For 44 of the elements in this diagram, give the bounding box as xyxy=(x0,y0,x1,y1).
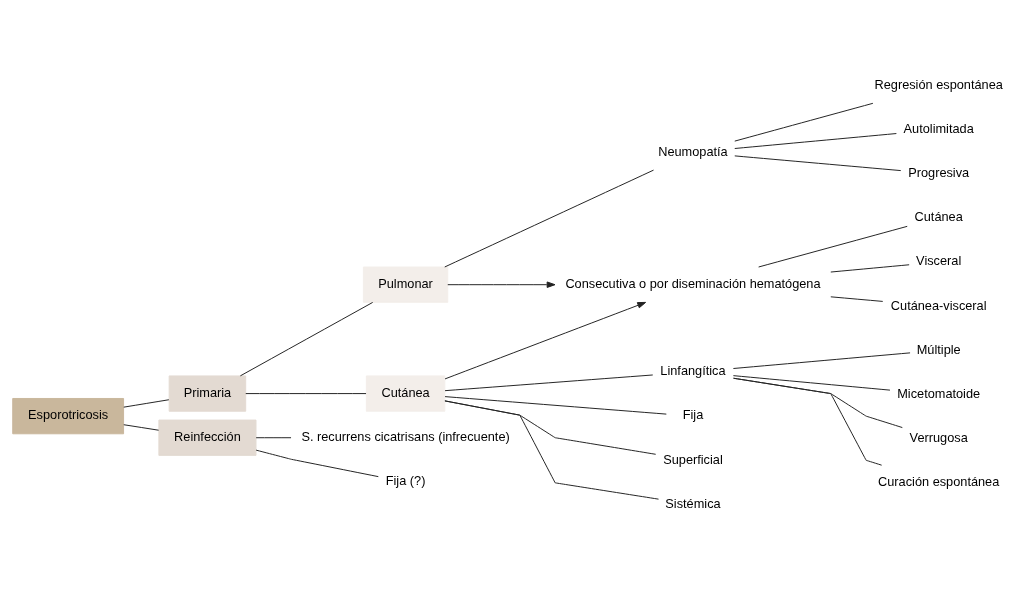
connector xyxy=(830,295,884,302)
connector xyxy=(734,154,902,171)
node-box: Primaria xyxy=(168,374,247,412)
connector xyxy=(732,374,891,391)
node-text: Consecutiva o por diseminación hematógena xyxy=(565,275,821,291)
connector xyxy=(732,351,911,369)
node-text: Fija (?) xyxy=(385,472,426,488)
connector xyxy=(444,399,659,500)
node-box: Cutánea xyxy=(365,374,446,412)
node-text: Neumopatía xyxy=(658,143,728,159)
node-text: Regresión espontánea xyxy=(874,76,1003,92)
connector xyxy=(733,377,883,466)
connector xyxy=(734,132,897,149)
node-box: Esporotricosis xyxy=(12,397,125,434)
node-text: Sistémica xyxy=(665,495,721,511)
node-box: Pulmonar xyxy=(362,266,449,303)
node-text: Linfangítica xyxy=(660,362,726,378)
node-box: Reinfección xyxy=(158,419,257,456)
node-text: S. recurrens cicatrisans (infrecuente) xyxy=(301,428,510,444)
connector xyxy=(758,225,908,267)
connector xyxy=(255,436,292,438)
node-text: Micetomatoide xyxy=(897,385,981,401)
node-text: Autolimitada xyxy=(903,120,974,136)
arrow xyxy=(447,280,556,288)
node-text: Visceral xyxy=(916,252,962,268)
node-text: Cutánea-visceral xyxy=(890,297,987,313)
connector xyxy=(830,263,910,273)
node-text: Verrugosa xyxy=(909,429,968,445)
connector xyxy=(123,398,170,408)
connector xyxy=(123,423,160,431)
node-text: Cutánea xyxy=(914,208,963,224)
node-text: Curación espontánea xyxy=(878,473,1000,489)
connector xyxy=(734,102,874,142)
connector xyxy=(444,374,654,391)
node-text: Múltiple xyxy=(916,341,961,357)
connector xyxy=(255,449,379,477)
connector xyxy=(239,301,374,376)
arrow xyxy=(444,301,647,379)
connector xyxy=(444,395,667,415)
node-text: Progresiva xyxy=(908,164,970,180)
connector xyxy=(245,392,367,394)
node-text: Superficial xyxy=(663,451,723,467)
node-text: Fija xyxy=(682,406,704,422)
connector xyxy=(444,169,655,267)
